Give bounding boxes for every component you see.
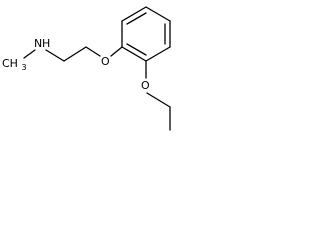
methyl-label-c: CH <box>2 57 18 70</box>
benzene-ring <box>121 6 171 62</box>
bond-ch2-ch2 <box>63 46 87 62</box>
chemical-structure-diagram: CH 3 N H O O <box>2 6 171 131</box>
bond-oxygen-ring <box>110 46 123 57</box>
ring-double-bond-3 <box>126 43 147 56</box>
amine-hydrogen-label: H <box>42 37 50 50</box>
methyl-label: CH 3 <box>2 57 27 72</box>
ring-bond-6 <box>121 46 147 62</box>
ring-double-bond-1 <box>126 12 147 25</box>
ether-oxygen-2-label: O <box>141 79 150 92</box>
ether-oxygen-1-label: O <box>101 55 110 68</box>
ring-bond-2 <box>121 6 147 22</box>
bond-nitrogen-ch2 <box>45 49 65 62</box>
ring-bond-3 <box>145 6 171 22</box>
bond-methyl-nitrogen <box>23 49 36 59</box>
amine-nitrogen-label: N <box>34 37 42 50</box>
ring-bond-5 <box>145 46 171 62</box>
bond-oxygen-ch2-ethyl <box>146 92 171 108</box>
methyl-subscript: 3 <box>21 63 26 72</box>
bond-ch2-oxygen <box>85 46 101 57</box>
